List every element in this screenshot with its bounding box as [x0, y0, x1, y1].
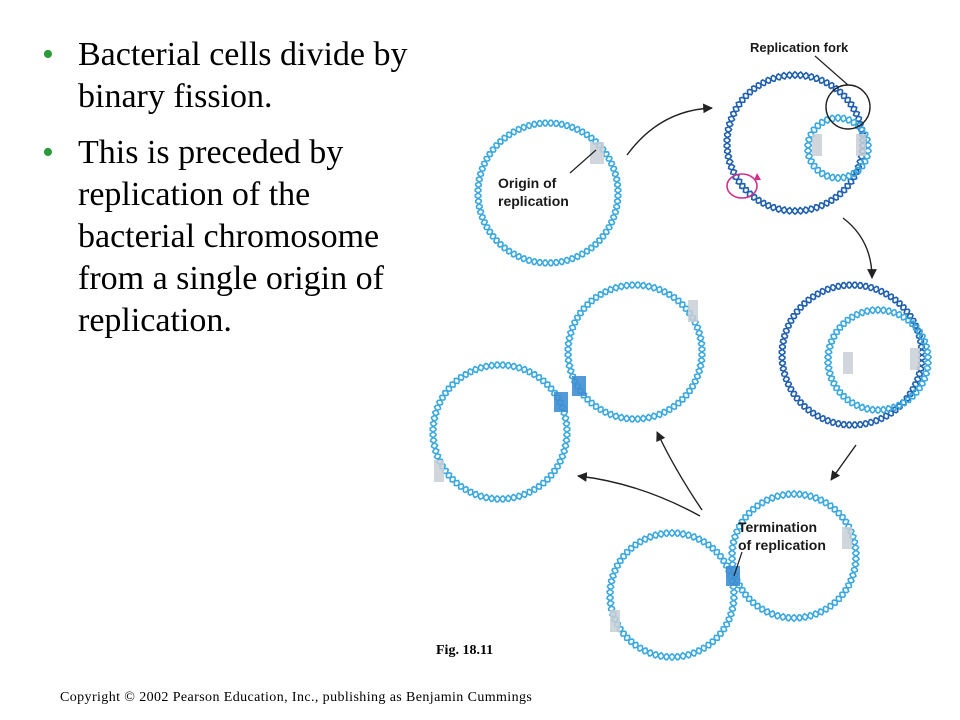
arrow-stage3-to-4 — [830, 444, 857, 481]
dna-strand — [728, 490, 860, 623]
bullet-item-2: • This is preceded by replication of the… — [40, 132, 410, 342]
dna-strand — [474, 119, 622, 267]
origin-label-line1: Origin of — [498, 175, 557, 191]
origin-pointer-line — [569, 149, 597, 174]
origin-arrow-icon — [726, 173, 758, 199]
dna-strand — [778, 281, 926, 429]
chromosome-initial: Origin of replication — [474, 119, 622, 267]
dna-strand — [429, 361, 571, 503]
arrow-stage4-to-5-upper — [656, 431, 703, 511]
dna-strand — [429, 361, 571, 503]
bullet-dot: • — [42, 134, 54, 171]
bullet-dot: • — [42, 36, 54, 73]
termination-pointer-line — [733, 551, 743, 577]
arrow-stage4-to-5-lower — [577, 472, 701, 517]
termination-label-line2: of replication — [738, 537, 826, 553]
arrow-stage2-to-3 — [842, 217, 877, 279]
chromosomes-terminating: Termination of replication — [606, 489, 860, 662]
termination-label-line1: Termination — [738, 519, 817, 535]
dna-strand — [723, 70, 867, 216]
dna-strand — [564, 281, 706, 423]
bullet-item-1: • Bacterial cells divide by binary fissi… — [40, 34, 410, 118]
figure-caption: Fig. 18.11 — [436, 643, 493, 658]
chromosome-replicating: Replication fork — [723, 40, 872, 216]
bullet-text-2: This is preceded by replication of the b… — [78, 134, 384, 339]
replication-fork-label: Replication fork — [750, 40, 849, 55]
dna-strand — [564, 281, 706, 423]
daughter-chromosomes — [429, 281, 706, 503]
dna-strand — [804, 113, 872, 182]
origin-marker — [590, 142, 604, 164]
copyright-notice: Copyright © 2002 Pearson Education, Inc.… — [60, 690, 533, 705]
origin-label-line2: replication — [498, 193, 569, 209]
dna-strand — [606, 529, 738, 662]
fork-pointer-line — [814, 55, 849, 86]
bullet-list: • Bacterial cells divide by binary fissi… — [40, 34, 410, 356]
dna-strand — [823, 305, 933, 414]
chromosome-nearly-replicated — [778, 281, 933, 429]
arrow-stage1-to-2 — [626, 103, 713, 156]
bullet-text-1: Bacterial cells divide by binary fission… — [78, 36, 408, 115]
